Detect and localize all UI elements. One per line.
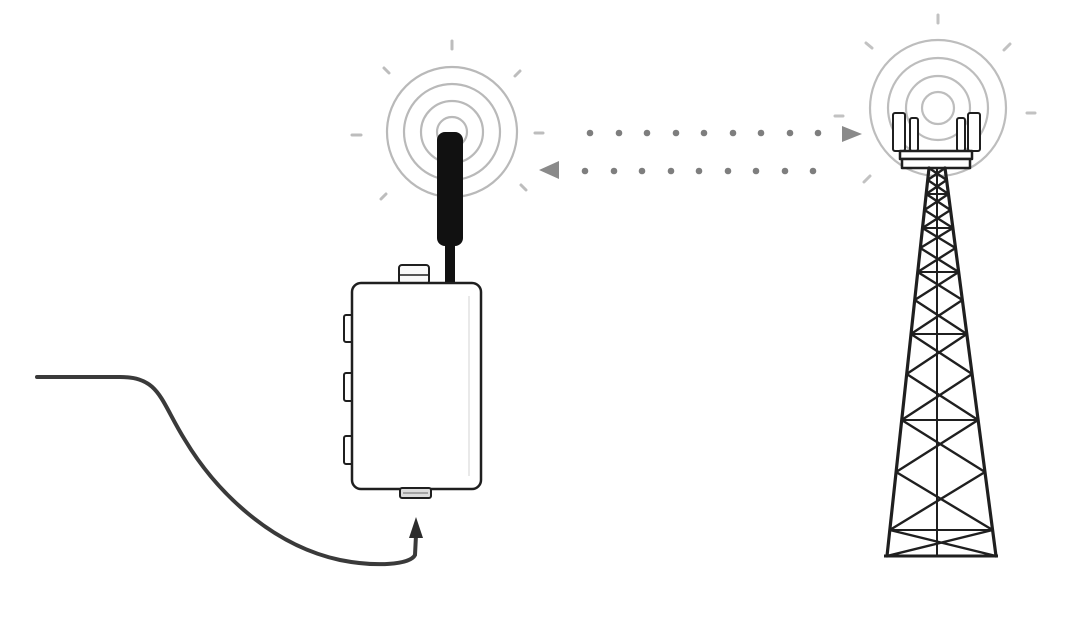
- tower-brace: [913, 298, 968, 336]
- uplink-dot-9: [814, 129, 822, 137]
- uplink-dot-4: [672, 129, 680, 137]
- device-antenna: [437, 132, 463, 246]
- cable-arrowhead: [409, 517, 423, 538]
- gateway-device-icon: [343, 132, 483, 499]
- tower-brace: [909, 332, 974, 376]
- downlink-arrowhead: [539, 161, 559, 179]
- device-antenna-stem: [445, 244, 455, 284]
- downlink-dot-1: [581, 167, 589, 175]
- device-wave-ticks: [350, 39, 545, 201]
- downlink-dot-4: [667, 167, 675, 175]
- device-enclosure: [350, 281, 483, 491]
- input-cable: [35, 375, 423, 567]
- tower-brace: [919, 246, 960, 274]
- tower-leg-left: [885, 166, 931, 558]
- uplink-arrowhead: [842, 126, 862, 142]
- tower-lattice: [885, 166, 998, 558]
- downlink-dot-5: [695, 167, 703, 175]
- tower-brace: [894, 470, 994, 532]
- uplink-dot-6: [729, 129, 737, 137]
- tower-panel-antennas: [892, 112, 981, 152]
- tower-wave-ticks: [833, 13, 1037, 184]
- downlink-dot-2: [610, 167, 618, 175]
- uplink-dot-5: [700, 129, 708, 137]
- downlink-dot-9: [809, 167, 817, 175]
- downlink-dotted-arrow: [539, 161, 817, 179]
- downlink-dot-3: [638, 167, 646, 175]
- tower-brace: [916, 270, 964, 302]
- cell-tower-icon: [884, 112, 998, 558]
- downlink-dot-6: [724, 167, 732, 175]
- uplink-dot-8: [786, 129, 794, 137]
- downlink-dot-8: [781, 167, 789, 175]
- tower-brace: [921, 226, 957, 250]
- uplink-dot-1: [586, 129, 594, 137]
- uplink-dot-3: [643, 129, 651, 137]
- tower-brace: [900, 418, 987, 474]
- uplink-dot-7: [757, 129, 765, 137]
- uplink-dot-2: [615, 129, 623, 137]
- tower-brace: [905, 372, 980, 422]
- tower-brace: [885, 528, 994, 558]
- tower-leg-right: [943, 166, 998, 558]
- downlink-dot-7: [752, 167, 760, 175]
- cable-icon: [35, 375, 418, 567]
- uplink-dotted-arrow: [586, 126, 862, 142]
